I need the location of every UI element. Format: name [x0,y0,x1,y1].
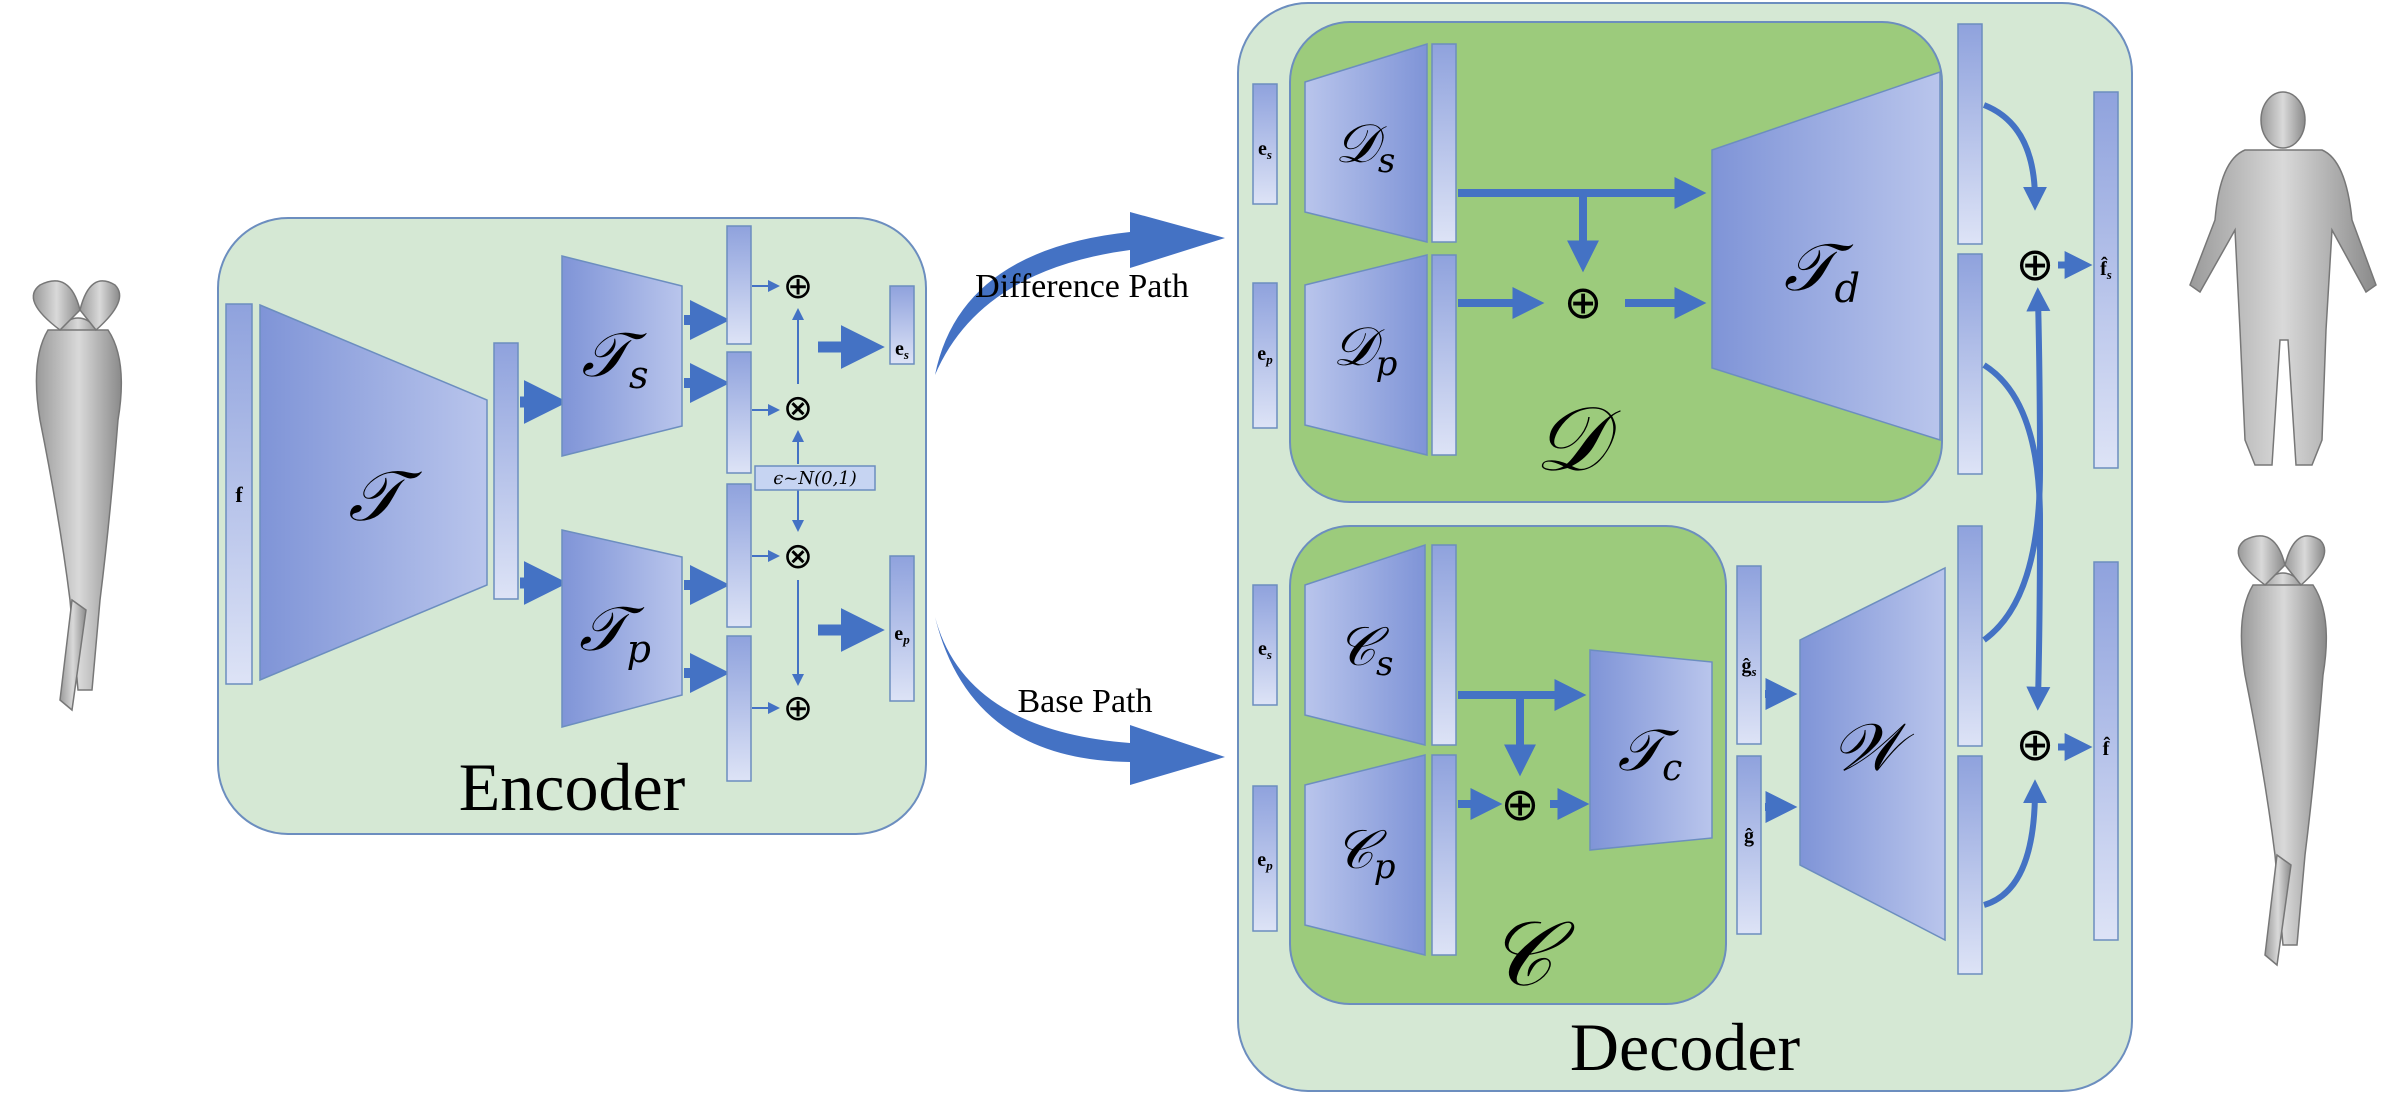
c-shape-network-label: 𝒞s [1337,615,1394,684]
g-label: ĝ [1744,825,1754,847]
d-shape-out-bar [1431,43,1457,243]
output-f-bar [2093,561,2119,941]
c-input-ep-label: ep [1257,849,1273,873]
pose-otimes: ⊗ [783,536,813,577]
shape-mean-bar [726,225,752,345]
d-oplus: ⊕ [1564,275,1603,329]
difference-path-label: Difference Path [975,268,1189,305]
g-bar [1736,755,1762,935]
encoder-shape-network-label: 𝒯s [581,318,648,397]
c-input-es-bar [1252,584,1278,706]
encoder-main-network [259,303,488,682]
arrow-tc-to-oplus [1983,779,2047,908]
w-shape-out-bar [1957,253,1983,475]
c-input-ep-bar [1252,785,1278,932]
d-input-es-label: es [1258,138,1272,162]
d-input-ep-label: ep [1257,343,1273,367]
encoder-ep-bar [889,555,915,702]
c-pose-out-bar [1431,754,1457,956]
base-path-label: Base Path [1017,683,1152,720]
output-fs-label: f̂s [2100,255,2112,282]
shape-otimes: ⊗ [783,388,813,429]
input-feature-bar [225,303,253,685]
noise-label: ϵ~N(0,1) [773,468,857,489]
d-input-ep-bar [1252,282,1278,429]
encoder-es-label: es [895,338,909,362]
encoder-pose-network [561,529,683,728]
encoder-shape-network [561,255,683,457]
pose-out-oplus: ⊕ [2016,717,2055,771]
g-shape-bar [1736,565,1762,745]
d-pose-network [1304,254,1428,456]
output-f-label: f̂ [2103,735,2111,760]
output-body-mesh-shape [2189,91,2377,466]
input-body-mesh [32,280,123,712]
encoder-title: Encoder [459,749,686,825]
input-label: f [235,482,243,507]
encoder-ep-label: ep [894,623,910,647]
d-combine-network-label: 𝒯d [1784,229,1860,312]
c-combine-network [1589,649,1713,851]
d-pose-network-label: 𝒟p [1333,315,1398,384]
arrow-td-to-oplus [1982,102,2047,211]
g-shape-label: ĝs [1741,655,1756,679]
base-path-arrow [935,617,1225,785]
encoder-es-bar [889,285,915,365]
weight-network [1799,566,1946,942]
arrow-cross-up [1982,287,2051,643]
output-fs-bar [2093,91,2119,469]
noise-box [754,465,876,491]
d-combine-network [1711,70,1941,442]
d-input-es-bar [1252,83,1278,205]
weight-network-label: 𝒲 [1831,709,1914,786]
encoder-latent-bar [493,342,519,600]
pose-mean-bar [726,635,752,782]
difference-path-arrow [935,212,1225,375]
shape-oplus: ⊕ [783,266,813,307]
tc-out-bar [1957,755,1983,975]
output-body-mesh-pose [2237,535,2328,967]
c-oplus: ⊕ [1501,777,1540,831]
w-pose-out-bar [1957,525,1983,747]
decoder-title: Decoder [1570,1009,1801,1085]
c-pose-network [1304,754,1426,956]
shape-var-bar [726,351,752,474]
c-shape-out-bar [1431,544,1457,746]
td-out-bar [1957,23,1983,245]
d-shape-network [1304,42,1428,243]
shape-out-oplus: ⊕ [2016,237,2055,291]
pose-oplus: ⊕ [783,688,813,729]
pose-var-bar [726,483,752,628]
c-shape-network [1304,543,1426,746]
c-input-es-label: es [1258,638,1272,662]
d-pose-out-bar [1431,254,1457,456]
